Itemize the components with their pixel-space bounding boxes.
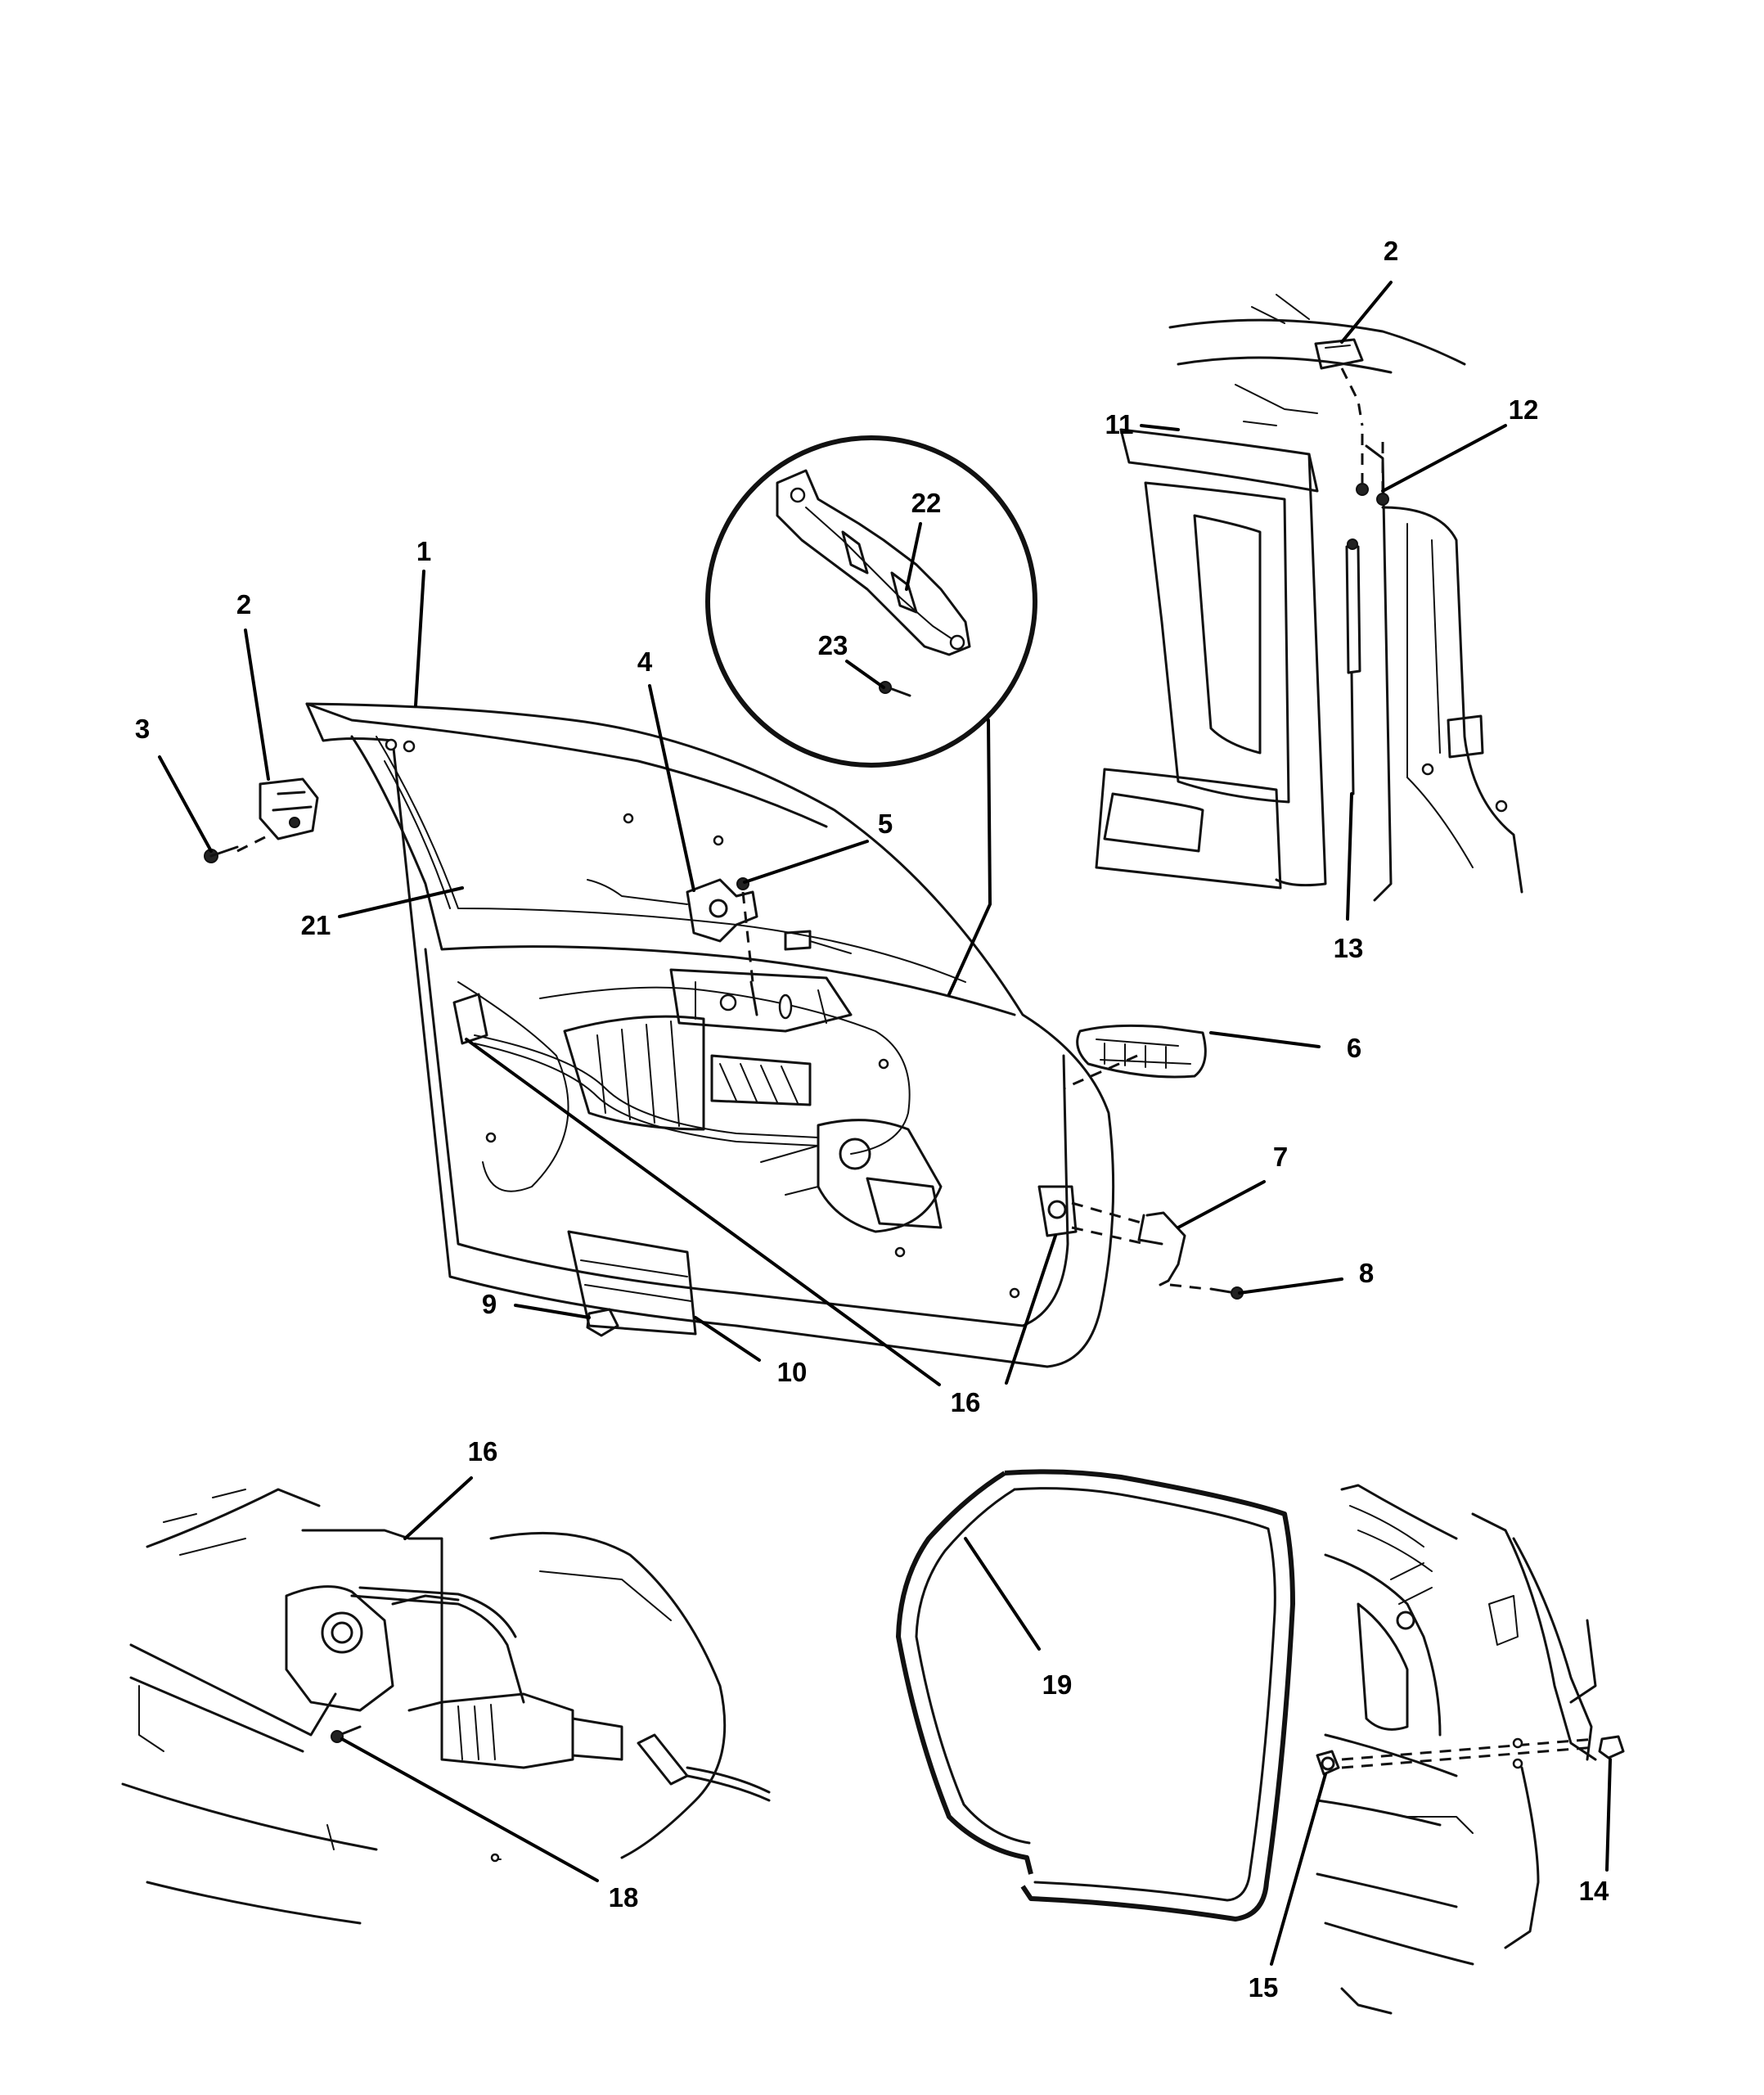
callout-18: 18 <box>609 1882 639 1913</box>
detail-inset-circle <box>705 435 1037 768</box>
latch-bracket-7 <box>1071 1201 1186 1286</box>
striker-15 <box>1316 1750 1340 1776</box>
hinge-reinforcement-22 <box>776 469 971 656</box>
weatherstrip-19 <box>896 1469 1295 1922</box>
callout-1: 1 <box>416 536 431 566</box>
latch-16 <box>452 993 1078 1237</box>
callout-10: 10 <box>777 1357 808 1387</box>
latch-detail-view <box>121 1488 771 1925</box>
body-opening-view <box>1095 294 1523 902</box>
bolts-12 <box>1356 434 1389 506</box>
callout-16-center: 16 <box>951 1387 981 1417</box>
hatched-trim-block <box>710 1054 812 1106</box>
callout-19: 19 <box>1042 1669 1073 1700</box>
glass-21 <box>384 760 451 909</box>
callout-12: 12 <box>1509 394 1539 425</box>
callout-4: 4 <box>637 647 653 677</box>
trim-panel-10 <box>567 1230 697 1336</box>
callout-22: 22 <box>911 488 942 518</box>
hinge-left <box>236 777 319 853</box>
liftgate-panel <box>305 702 1115 1368</box>
leader-lines <box>158 281 1612 1966</box>
fastener-9 <box>586 1308 619 1337</box>
latch-motor-cluster <box>760 1119 943 1233</box>
callout-9: 9 <box>482 1289 497 1319</box>
screw-8 <box>1169 1283 1244 1300</box>
callout-16-detail: 16 <box>468 1436 498 1466</box>
callout-5: 5 <box>878 809 893 839</box>
striker-detail-view <box>1316 1484 1625 2015</box>
exterior-handle <box>1063 1024 1207 1090</box>
callout-11: 11 <box>1105 409 1134 439</box>
nut-14 <box>1598 1735 1625 1759</box>
hinge-right <box>1314 338 1364 426</box>
callout-6: 6 <box>1347 1033 1361 1063</box>
callout-13: 13 <box>1334 933 1364 963</box>
callout-15: 15 <box>1249 1972 1279 2003</box>
callout-7: 7 <box>1273 1142 1288 1172</box>
callout-2-left: 2 <box>236 589 251 619</box>
callout-14: 14 <box>1579 1876 1609 1906</box>
callout-8: 8 <box>1359 1258 1374 1288</box>
callout-3: 3 <box>135 714 150 744</box>
lock-mechanism <box>587 878 852 954</box>
callout-2-right: 2 <box>1384 236 1398 266</box>
callout-21: 21 <box>301 910 331 940</box>
screw-18 <box>331 1725 362 1743</box>
gas-prop-13 <box>1345 538 1361 795</box>
callout-23: 23 <box>818 630 848 660</box>
callout-labels: 1 2 2 3 4 5 6 7 8 9 10 11 12 13 14 15 16… <box>135 236 1609 2003</box>
